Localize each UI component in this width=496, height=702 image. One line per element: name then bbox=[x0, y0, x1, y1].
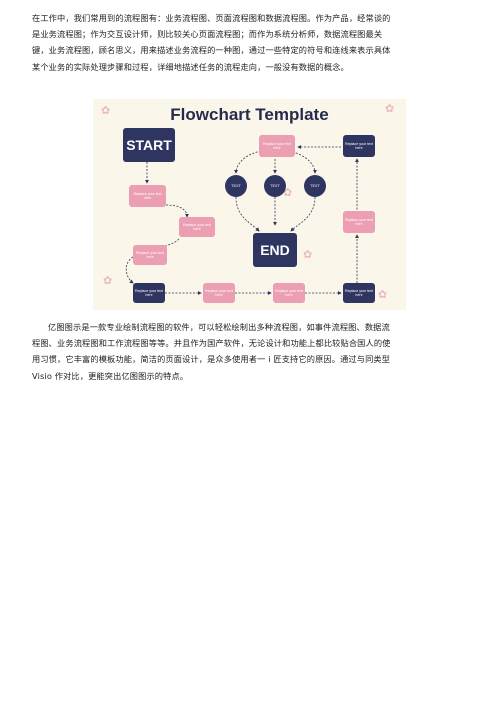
end-node: END bbox=[253, 233, 297, 267]
process-node: Replace your text here bbox=[133, 245, 167, 265]
process-node: Replace your text here bbox=[179, 217, 215, 237]
text-line: Visio 作对比，更能突出亿图图示的特点。 bbox=[32, 370, 189, 381]
body-paragraph: 亿图图示是一款专业绘制流程图的软件，可以轻松绘制出多种流程图，如事件流程图、数据… bbox=[32, 319, 468, 384]
flowchart-template-image: ✿ ✿ ✿ ✿ ✿ ✿ ✿ Flowchart Template bbox=[93, 99, 406, 310]
text-line: 某个业务的实际处理步骤和过程，详细地描述任务的流程走向，一般没有数据的概念。 bbox=[32, 61, 349, 72]
decision-circle: TEXT bbox=[304, 175, 326, 197]
process-node: Replace your text here bbox=[203, 283, 235, 303]
flower-decoration-icon: ✿ bbox=[101, 104, 111, 117]
flower-decoration-icon: ✿ bbox=[385, 102, 395, 115]
text-line: 是业务流程图；作为交互设计师，则比较关心页面流程图；而作为系统分析师，数据流程图… bbox=[32, 29, 383, 40]
flower-decoration-icon: ✿ bbox=[283, 186, 293, 199]
process-node: Replace your text here bbox=[273, 283, 305, 303]
figure-title: Flowchart Template bbox=[170, 105, 329, 124]
intro-paragraph: 在工作中，我们常用到的流程图有：业务流程图、页面流程图和数据流程图。作为产品，经… bbox=[32, 10, 468, 75]
text-line: 用习惯，它丰富的模板功能，简洁的页面设计，是众多使用者一 i 匠支持它的原因。通… bbox=[32, 354, 391, 365]
text-line: 程图、业务流程图和工作流程图等等。并且作为国产软件，无论设计和功能上都比较贴合国… bbox=[32, 338, 391, 349]
process-node: Replace your text here bbox=[259, 135, 295, 157]
text-line: 在工作中，我们常用到的流程图有：业务流程图、页面流程图和数据流程图。作为产品，经… bbox=[32, 13, 391, 23]
flower-decoration-icon: ✿ bbox=[103, 274, 113, 287]
flow-connectors bbox=[125, 145, 359, 295]
process-node: Replace your text here bbox=[343, 135, 375, 157]
text-line: 亿图图示是一款专业绘制流程图的软件，可以轻松绘制出多种流程图，如事件流程图、数据… bbox=[48, 322, 390, 332]
process-node: Replace your text here bbox=[133, 283, 165, 303]
process-node: Replace your text here bbox=[129, 185, 166, 207]
text-line: 键，业务流程图，顾名思义，用来描述业务流程的一种图，通过一些特定的符号和连线来表… bbox=[32, 45, 391, 56]
process-node: Replace your text here bbox=[343, 283, 375, 303]
start-node: START bbox=[123, 128, 175, 162]
flower-decoration-icon: ✿ bbox=[303, 248, 313, 261]
flower-decoration-icon: ✿ bbox=[378, 288, 388, 301]
decision-circle: TEXT bbox=[225, 175, 247, 197]
decision-circle: TEXT bbox=[264, 175, 286, 197]
process-node: Replace your text here bbox=[343, 211, 375, 233]
